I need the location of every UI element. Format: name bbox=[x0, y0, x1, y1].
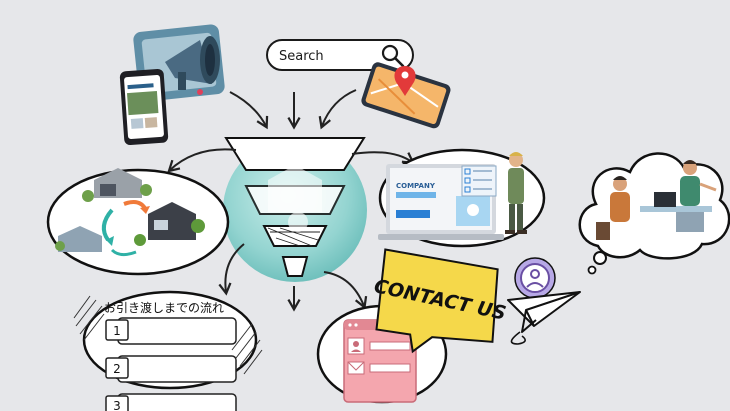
checklist-icon bbox=[461, 165, 497, 197]
hatching-left bbox=[73, 295, 105, 341]
user-profile-icon bbox=[514, 257, 556, 299]
houses-oval bbox=[46, 168, 230, 276]
flow-oval: お引き渡しまでの流れ 1 2 3 bbox=[73, 290, 263, 411]
flow-step-number: 1 bbox=[113, 324, 121, 338]
funnel-icon bbox=[223, 137, 367, 282]
input-arrows bbox=[229, 89, 357, 130]
laptop-icon: COMPANY bbox=[378, 164, 504, 240]
houses-icon bbox=[55, 168, 205, 257]
company-label: COMPANY bbox=[396, 182, 436, 190]
search-icon bbox=[381, 44, 405, 68]
flow-title: お引き渡しまでの流れ bbox=[104, 300, 224, 315]
meeting-cloud bbox=[578, 152, 730, 275]
hatching-right bbox=[231, 323, 263, 375]
flow-step: 1 bbox=[105, 317, 237, 345]
search-label: Search bbox=[279, 49, 324, 64]
worker-icon bbox=[505, 152, 527, 234]
flow-step-number: 3 bbox=[113, 399, 121, 411]
search-bar[interactable]: Search bbox=[266, 39, 414, 71]
flow-step: 2 bbox=[105, 355, 237, 383]
contact-us-badge[interactable]: CONTACT US bbox=[363, 245, 515, 369]
flow-step: 3 bbox=[105, 393, 237, 411]
laptop-oval: COMPANY bbox=[378, 148, 546, 248]
map-phone-icon bbox=[361, 62, 451, 129]
flow-step-number: 2 bbox=[113, 362, 121, 376]
meeting-icon bbox=[596, 160, 717, 240]
map-pin-icon bbox=[394, 66, 416, 96]
mail-icon bbox=[347, 361, 365, 375]
output-arrows bbox=[167, 148, 415, 312]
smartphone-icon bbox=[119, 68, 169, 146]
paper-plane-icon bbox=[507, 291, 581, 345]
